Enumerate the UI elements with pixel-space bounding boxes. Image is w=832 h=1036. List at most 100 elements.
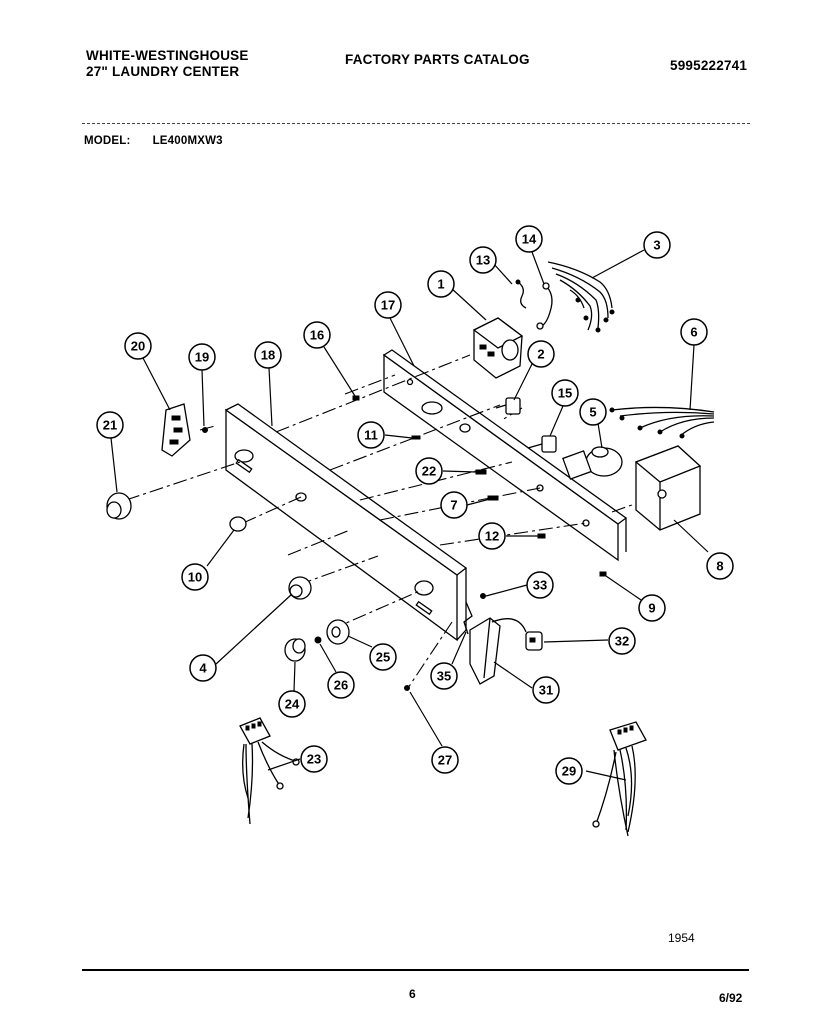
svg-text:11: 11 [364, 428, 378, 443]
callout-19: 19 [188, 343, 216, 371]
svg-text:23: 23 [307, 752, 321, 767]
screw-27 [404, 685, 410, 691]
leader-lines [110, 249, 709, 781]
wire-harness-23 [239, 717, 300, 825]
figure-number: 1954 [668, 931, 695, 945]
timer [472, 317, 524, 379]
callout-5: 5 [579, 398, 607, 426]
callout-31: 31 [532, 676, 560, 704]
backguard-bracket [382, 349, 628, 562]
screw-9 [599, 571, 607, 577]
wire-harness-6 [609, 406, 715, 439]
svg-text:7: 7 [450, 498, 457, 513]
screw-7 [487, 495, 499, 501]
switch [495, 397, 521, 415]
wire-harness-29 [592, 721, 647, 837]
svg-text:14: 14 [522, 232, 537, 247]
svg-text:27: 27 [438, 753, 452, 768]
clip-35 [463, 601, 473, 635]
timer-leads [515, 279, 553, 330]
svg-text:3: 3 [653, 238, 660, 253]
console-panel [224, 403, 468, 642]
svg-text:8: 8 [716, 559, 723, 574]
svg-text:31: 31 [539, 683, 553, 698]
svg-text:6: 6 [690, 325, 697, 340]
svg-text:5: 5 [589, 405, 596, 420]
dial-25 [326, 619, 350, 645]
footer-divider [82, 969, 749, 971]
svg-text:21: 21 [103, 418, 117, 433]
callout-2: 2 [527, 340, 555, 368]
control-box [634, 445, 702, 531]
product-line: 27" LAUNDRY CENTER [86, 64, 240, 79]
knob-24 [284, 638, 306, 662]
svg-text:16: 16 [310, 328, 324, 343]
clip-26 [314, 636, 322, 644]
callout-3: 3 [643, 231, 671, 259]
model-value: LE400MXW3 [152, 135, 223, 147]
svg-text:33: 33 [533, 578, 547, 593]
callout-16: 16 [303, 321, 331, 349]
callout-14: 14 [515, 225, 543, 253]
callout-17: 17 [374, 291, 402, 319]
callout-21: 21 [96, 411, 124, 439]
screw-33 [480, 593, 486, 599]
callout-29: 29 [555, 757, 583, 785]
wire-harness-3 [547, 261, 615, 333]
model-line: MODEL: LE400MXW3 [84, 133, 223, 149]
svg-text:19: 19 [195, 350, 209, 365]
callout-27: 27 [431, 746, 459, 774]
header-divider [82, 123, 750, 124]
svg-text:17: 17 [381, 298, 395, 313]
screw-16 [352, 395, 360, 401]
callout-13: 13 [469, 246, 497, 274]
knob-10 [229, 516, 247, 532]
catalog-title: FACTORY PARTS CATALOG [345, 52, 530, 67]
lid-switch-32 [525, 631, 543, 651]
svg-text:18: 18 [261, 348, 275, 363]
callout-35: 35 [430, 662, 458, 690]
screw-12 [537, 533, 546, 539]
svg-text:13: 13 [476, 253, 490, 268]
svg-text:12: 12 [485, 529, 499, 544]
callout-24: 24 [278, 690, 306, 718]
pressure-switch [562, 446, 623, 480]
bracket-20 [161, 403, 191, 457]
svg-text:22: 22 [422, 464, 436, 479]
brand-name: WHITE-WESTINGHOUSE [86, 48, 249, 63]
knob-4 [288, 576, 312, 600]
callout-20: 20 [124, 332, 152, 360]
svg-text:9: 9 [648, 601, 655, 616]
callout-11: 11 [357, 421, 385, 449]
svg-text:20: 20 [131, 339, 145, 354]
knob-21 [106, 492, 132, 520]
page-number: 6 [409, 987, 416, 1001]
svg-text:35: 35 [437, 669, 451, 684]
callout-7: 7 [440, 491, 468, 519]
svg-text:24: 24 [285, 697, 300, 712]
svg-text:10: 10 [188, 570, 202, 585]
selector-switch [527, 435, 557, 453]
callout-10: 10 [181, 563, 209, 591]
catalog-part-number: 5995222741 [670, 58, 748, 73]
svg-text:26: 26 [334, 678, 348, 693]
callout-22: 22 [415, 457, 443, 485]
svg-text:32: 32 [615, 634, 629, 649]
svg-text:1: 1 [437, 277, 444, 292]
callout-18: 18 [254, 341, 282, 369]
screw-19 [202, 427, 208, 433]
svg-text:29: 29 [562, 764, 576, 779]
assembly-lines [125, 354, 661, 689]
callout-12: 12 [478, 522, 506, 550]
callout-32: 32 [608, 627, 636, 655]
callout-25: 25 [369, 643, 397, 671]
lid-switch-bracket [469, 617, 527, 685]
brand-block: WHITE-WESTINGHOUSE 27" LAUNDRY CENTER [86, 48, 249, 80]
screw-11 [411, 435, 421, 440]
revision-date: 6/92 [719, 991, 743, 1005]
callout-9: 9 [638, 594, 666, 622]
svg-text:4: 4 [199, 661, 207, 676]
model-label: MODEL: [84, 135, 131, 147]
